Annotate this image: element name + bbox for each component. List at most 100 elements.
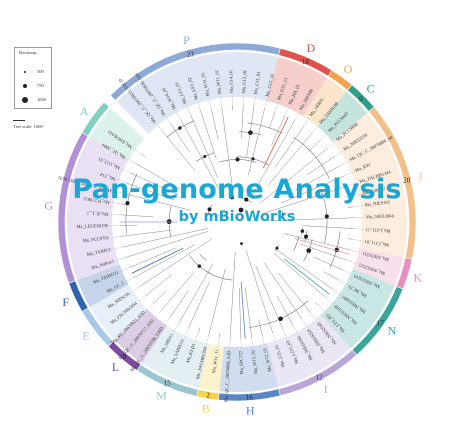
leaf-branch [155,311,161,319]
tree-branch [170,291,189,318]
legend-dot-small [24,71,26,73]
tree-branch [274,253,327,298]
leaf-label: Ma_G14_01 [228,69,234,93]
tree-branch [315,302,318,306]
leaf-branch [125,277,134,282]
tree-branch [242,105,244,138]
tree-branch [275,126,304,168]
clade-count-C: 9 [359,95,363,103]
tree-branch [201,111,217,159]
clade-label-A: A [80,104,89,118]
leaf-branch [328,142,336,148]
leaf-branch [304,118,310,126]
leaf-branch [311,313,317,321]
overlay-title: Pan-genome Analysis [0,174,474,205]
clade-label-K: K [413,270,422,284]
clade-count-N: 17 [377,319,385,327]
leaf-branch [127,158,136,163]
tree-branch-colored [241,282,245,339]
leaf-label: Ma_SPC777 [238,350,244,374]
bootstrap-node [306,248,311,253]
leaf-branch [184,328,188,337]
tree-branch-colored [263,117,288,168]
bootstrap-node [304,235,308,239]
tree-branch [308,140,320,152]
leaf-branch [156,124,162,132]
tree-branch [348,207,353,208]
clade-count-M: 15 [164,379,172,387]
tree-branch [307,157,334,175]
leaf-branch [146,304,153,311]
tree-branch [245,287,251,338]
tree-branch [303,226,354,229]
tree-branch [264,262,302,319]
clade-label-I: I [324,382,328,396]
clade-label-P: P [183,33,190,47]
tree-branch-colored [295,239,350,255]
tree-branch [259,320,263,337]
tree-branch [121,230,172,236]
tree-branch [190,115,217,178]
tree-branch [324,272,339,280]
tree-branch [142,154,146,157]
clade-label-N: N [387,323,396,337]
legend-label-750: 750 [37,83,44,88]
bootstrap-node [275,247,278,250]
tree-branch [153,292,165,304]
tree-branch [348,239,353,240]
tree-arc [247,123,282,133]
tree-branch [230,252,235,339]
leaf-branch [295,112,300,121]
tree-branch-colored [132,248,183,273]
clade-count-I: 12 [316,374,324,382]
bootstrap-legend: Bootstrap 500 750 1000 [14,47,52,109]
tree-scale: Tree scale: 1000 [13,124,43,129]
bootstrap-node [203,155,206,158]
clade-count-P: 23 [187,50,195,58]
leaf-branch [120,268,129,272]
tree-branch [211,108,218,140]
overlay-subtitle: by mBioWorks [0,209,474,225]
tree-arc [294,137,329,178]
tree-branch [219,333,220,338]
leaf-branch [340,161,349,166]
tree-arc [206,271,233,280]
leaf-branch [293,325,298,334]
leaf-branch [122,169,131,173]
tree-branch [146,275,172,296]
tree-branch [284,233,351,249]
clade-count-D: 18 [302,58,310,66]
tree-branch [239,288,241,339]
leaf-branch [166,117,172,125]
tree-branch [279,273,311,313]
bootstrap-node [178,126,182,130]
leaf-branch [302,319,308,327]
bootstrap-node [301,229,305,233]
bootstrap-node [251,157,254,160]
leaf-branch [326,298,334,304]
tree-branch [129,248,176,268]
clade-label-M: M [156,388,167,402]
clade-count-H: 16 [246,394,254,402]
tree-arc [249,301,308,328]
bootstrap-node [240,242,243,245]
tree-branch [140,239,212,287]
leaf-branch [164,318,170,326]
leaf-branch [285,106,289,115]
leaf-branch [319,306,326,313]
leaf-branch [320,133,327,140]
legend-label-1000: 1000 [37,97,46,102]
tree-branch [246,251,273,334]
bootstrap-node [248,130,253,135]
tree-branch [248,108,264,175]
legend-dot-medium [23,84,27,88]
clade-label-F: F [62,295,69,309]
tree-arc [294,236,299,250]
clade-label-E: E [82,329,89,343]
clade-count-B: 2 [206,392,210,400]
bootstrap-node [235,157,239,161]
leaf-branch [176,111,181,120]
leaf-branch [174,323,179,332]
leaf-branch [333,289,341,295]
